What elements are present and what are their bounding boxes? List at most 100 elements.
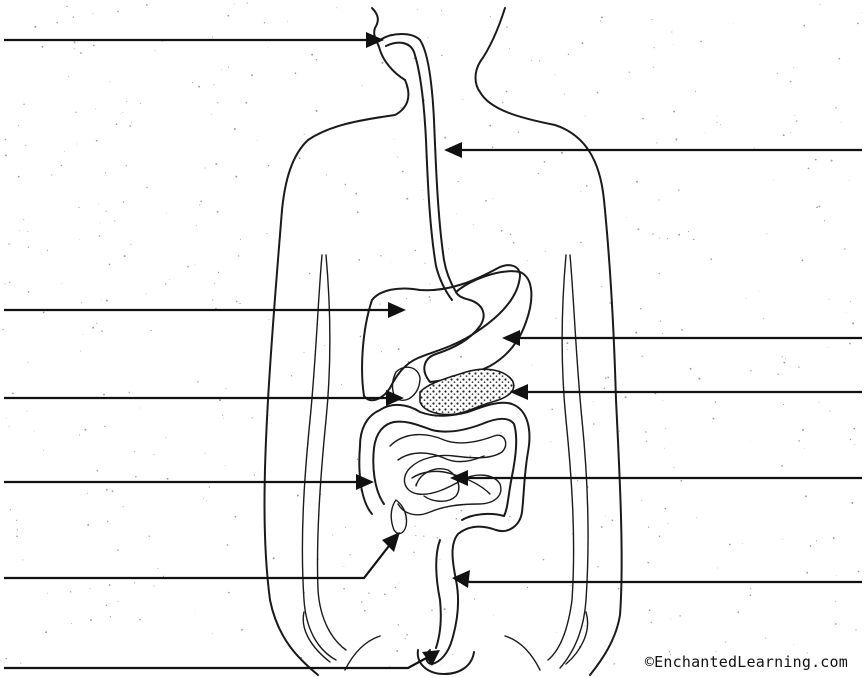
paper-speck	[239, 303, 240, 304]
paper-speck	[158, 568, 159, 569]
paper-speck	[9, 426, 10, 427]
paper-speck	[506, 26, 507, 27]
paper-speck	[155, 50, 156, 51]
paper-speck	[235, 516, 237, 518]
paper-speck	[819, 4, 820, 5]
paper-speck	[381, 351, 382, 352]
paper-speck	[641, 500, 642, 501]
paper-speck	[103, 394, 105, 396]
arrowhead-esophagus	[444, 142, 462, 158]
paper-speck	[782, 539, 783, 540]
paper-speck	[219, 399, 221, 401]
paper-speck	[166, 437, 167, 438]
paper-speck	[85, 494, 86, 495]
paper-speck	[28, 291, 30, 293]
paper-speck	[134, 582, 135, 583]
paper-speck	[484, 329, 485, 330]
paper-speck	[601, 16, 603, 18]
paper-speck	[23, 219, 24, 220]
paper-speck	[850, 439, 851, 440]
paper-speck	[675, 139, 677, 141]
paper-speck	[362, 85, 363, 86]
paper-speck	[746, 298, 747, 299]
paper-speck	[47, 593, 48, 594]
paper-speck	[223, 418, 224, 419]
paper-speck	[790, 81, 792, 83]
paper-speck	[609, 302, 611, 304]
paper-speck	[427, 37, 428, 38]
paper-speck	[646, 441, 647, 442]
paper-speck	[513, 242, 515, 244]
paper-speck	[316, 110, 318, 112]
pancreas	[420, 369, 514, 414]
paper-speck	[122, 112, 123, 113]
paper-speck	[98, 204, 99, 205]
paper-speck	[397, 157, 398, 158]
paper-speck	[794, 115, 795, 116]
paper-speck	[269, 415, 270, 416]
paper-speck	[793, 67, 794, 68]
paper-speck	[444, 608, 446, 610]
paper-speck	[640, 308, 641, 309]
paper-speck	[212, 37, 213, 38]
paper-speck	[222, 415, 223, 416]
paper-speck	[585, 116, 586, 117]
paper-speck	[618, 588, 619, 589]
paper-speck	[140, 408, 141, 409]
paper-speck	[206, 500, 207, 501]
paper-speck	[345, 184, 346, 185]
paper-speck	[664, 448, 665, 449]
paper-speck	[135, 476, 137, 478]
paper-speck	[106, 300, 108, 302]
paper-speck	[18, 125, 19, 126]
paper-speck	[852, 322, 854, 324]
paper-speck	[610, 659, 611, 660]
paper-speck	[441, 55, 442, 56]
paper-speck	[402, 171, 404, 173]
paper-speck	[131, 122, 132, 123]
stomach	[424, 271, 531, 382]
paper-speck	[406, 634, 408, 636]
paper-speck	[418, 397, 419, 398]
paper-speck	[715, 401, 717, 403]
paper-speck	[129, 125, 131, 127]
paper-speck	[593, 401, 594, 402]
paper-speck	[101, 330, 103, 332]
leader-line-rectum	[462, 580, 862, 582]
paper-speck	[717, 116, 718, 117]
paper-speck	[116, 123, 118, 125]
paper-speck	[149, 536, 150, 537]
paper-speck	[439, 559, 440, 560]
paper-speck	[665, 508, 667, 510]
paper-speck	[304, 134, 305, 135]
paper-speck	[79, 434, 80, 435]
paper-speck	[90, 619, 92, 621]
paper-speck	[690, 368, 692, 370]
paper-speck	[653, 67, 654, 68]
paper-speck	[441, 10, 442, 11]
paper-speck	[146, 187, 147, 188]
paper-speck	[798, 440, 800, 442]
paper-speck	[654, 47, 655, 48]
paper-speck	[750, 588, 751, 589]
paper-speck	[204, 167, 205, 168]
paper-speck	[5, 154, 7, 156]
paper-speck	[70, 591, 71, 592]
paper-speck	[126, 165, 127, 166]
paper-speck	[16, 520, 17, 521]
paper-speck	[441, 665, 442, 666]
paper-speck	[120, 113, 121, 114]
paper-speck	[110, 616, 111, 617]
paper-speck	[556, 632, 557, 633]
paper-speck	[459, 630, 460, 631]
paper-speck	[2, 329, 3, 330]
paper-speck	[824, 220, 825, 221]
paper-speck	[27, 411, 28, 412]
paper-speck	[413, 552, 414, 553]
paper-speck	[304, 352, 305, 353]
paper-speck	[74, 41, 76, 43]
paper-speck	[766, 233, 767, 234]
paper-speck	[199, 204, 200, 205]
paper-speck	[97, 470, 99, 472]
paper-speck	[324, 345, 325, 346]
